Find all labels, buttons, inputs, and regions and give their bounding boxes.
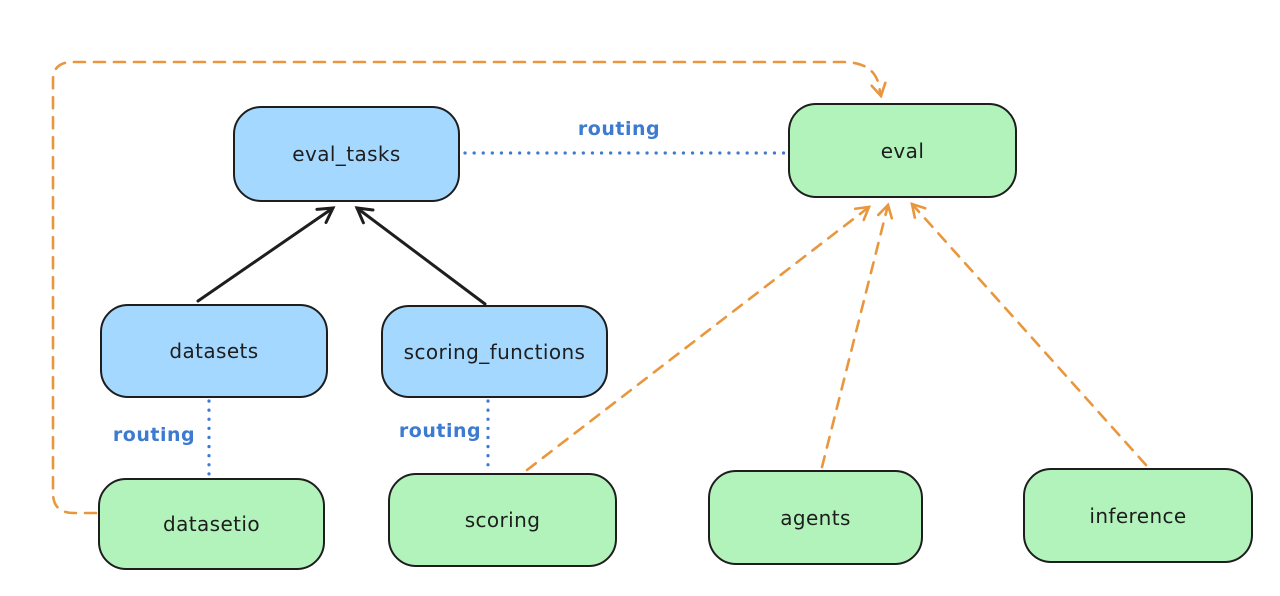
node-datasetio: datasetio [98, 478, 325, 570]
edge-scoring-to-eval [525, 205, 872, 472]
edge-agents-to-eval [820, 202, 894, 469]
edge-label-routing-datasets: routing [112, 424, 196, 446]
node-datasetio-label: datasetio [162, 512, 260, 536]
edge-datasetio-to-eval [51, 60, 887, 515]
node-datasets-label: datasets [169, 339, 259, 363]
node-datasets: datasets [100, 304, 328, 398]
edge-label-routing-scoring: routing [398, 420, 482, 442]
edge-scoring-functions-to-eval-tasks [354, 206, 487, 306]
node-agents-label: agents [780, 505, 851, 530]
node-eval-tasks: eval_tasks [233, 106, 460, 202]
edge-label-routing-top: routing [577, 118, 661, 140]
node-scoring: scoring [388, 473, 617, 567]
node-scoring-label: scoring [464, 508, 541, 532]
edge-datasets-to-eval-tasks [196, 206, 336, 303]
node-agents: agents [708, 470, 923, 565]
node-scoring-functions-label: scoring_functions [403, 339, 586, 364]
node-inference-label: inference [1089, 503, 1187, 528]
node-eval-label: eval [880, 138, 925, 163]
node-scoring-functions: scoring_functions [381, 305, 608, 398]
node-inference: inference [1023, 468, 1253, 563]
node-eval: eval [788, 103, 1017, 198]
node-eval-tasks-label: eval_tasks [292, 142, 401, 166]
edge-inference-to-eval [910, 202, 1148, 467]
